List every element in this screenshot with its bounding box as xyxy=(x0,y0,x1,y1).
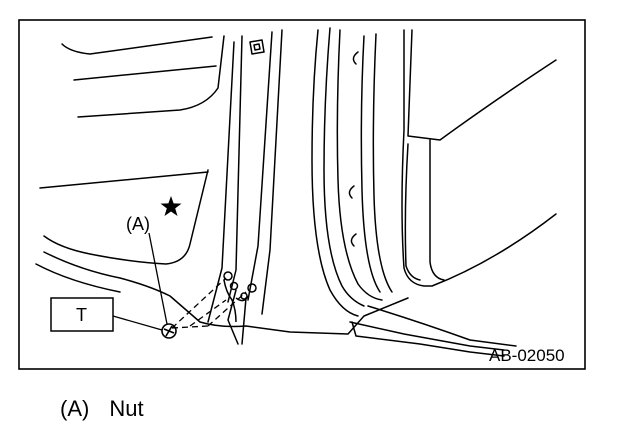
projection-dashed-lines xyxy=(171,277,247,329)
legend-marker: (A) xyxy=(60,396,90,421)
leader-line-a xyxy=(148,232,168,325)
nut-part xyxy=(161,323,177,339)
t-leader-line xyxy=(112,315,163,331)
legend-line: (A) Nut xyxy=(60,396,144,422)
callout-a-label: (A) xyxy=(126,214,150,234)
figure-code: AB-02050 xyxy=(489,346,565,365)
t-label-box xyxy=(50,297,114,332)
t-label: T xyxy=(76,305,87,325)
legend-text: Nut xyxy=(109,396,144,421)
body-panel-lines xyxy=(35,27,557,357)
star-symbol xyxy=(160,196,182,216)
figure-frame xyxy=(18,19,586,370)
